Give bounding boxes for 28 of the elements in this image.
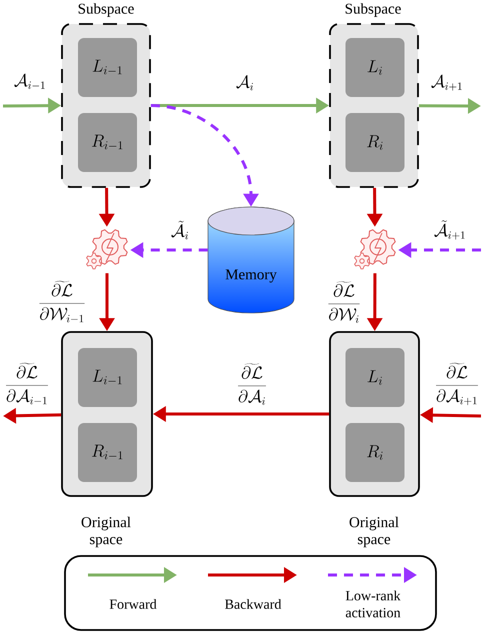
matrix-box: $L_i$ [346,38,404,97]
matrix-box: $R_i$ [346,113,404,172]
box-heading: Subspace [346,3,401,17]
matrix-box: $L_i$ [346,348,404,407]
gear-icon [354,229,396,270]
matrix-box: $R_i$ [346,423,404,482]
edge-label: $\frac{\widetilde{\partial\mathcal{L}}}{\partial\mathcal{A}_{i+1}}$ [436,362,478,406]
matrix-box: $R_{i-1}$ [78,423,137,482]
edge-label: $\frac{\widetilde{\partial\mathcal{L}}}{\partial\mathcal{W}_i}$ [328,281,360,323]
edge-label: $\tilde{\mathcal{A}}_{i+1}$ [434,220,465,240]
edge-label: $\tilde{\mathcal{A}}_i$ [171,220,188,240]
box-heading: Original space [350,516,399,548]
edge-label: $\frac{\widetilde{\partial\mathcal{L}}}{\partial\mathcal{W}_{i-1}}$ [39,280,85,322]
legend-label: Forward [110,599,157,609]
edge-label: $\mathcal{A}_i$ [236,75,253,90]
matrix-box: $L_{i-1}$ [78,38,137,97]
legend-label: Backward [225,599,282,609]
edge-label: $\mathcal{A}_{i-1}$ [14,74,45,89]
edge-label: $\mathcal{A}_{i+1}$ [431,74,462,91]
edge-label: $\frac{\widetilde{\partial\mathcal{L}}}{\partial\mathcal{A}_{i-1}}$ [6,362,48,404]
gear-icon [86,229,128,270]
box-heading: Subspace [78,3,134,17]
database-cylinder: Memory [208,206,294,314]
matrix-box: $L_{i-1}$ [78,348,137,407]
edge-label: $\frac{\widetilde{\partial\mathcal{L}}}{\partial\mathcal{A}_i}$ [238,363,266,405]
matrix-box: $R_{i-1}$ [78,113,137,172]
legend-label: Low-rank activation [346,590,401,618]
box-heading: Original space [82,516,131,548]
